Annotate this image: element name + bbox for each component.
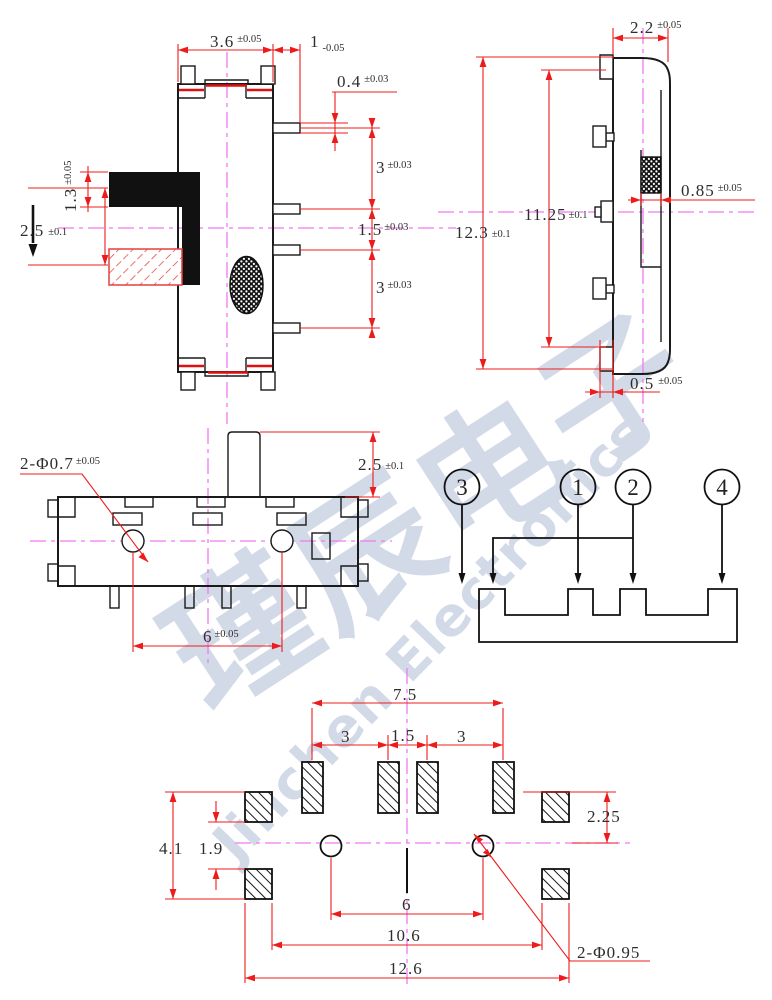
side-view: 2.2±0.05 12.3±0.1 11.25±0.1 0.85±0.05 0.… xyxy=(438,18,758,422)
dim-front-knob-width: 1.3±0.05 xyxy=(61,161,80,212)
dim-front-pin-length: 1-0.05 xyxy=(310,32,344,54)
bottom-recess-slots xyxy=(112,496,331,560)
front-ear-bottom-right xyxy=(260,371,276,391)
front-ear-top-left xyxy=(180,65,196,85)
dim-front-travel: 2.5±0.1 xyxy=(20,221,67,240)
dim-pcb-side-pad-span: 4.1 xyxy=(159,839,183,858)
dim-pcb-pitch-right: 3 xyxy=(457,727,467,746)
bottom-dim-lines xyxy=(20,431,380,652)
pcb-side-pads xyxy=(244,791,570,900)
front-dim-lines xyxy=(28,44,397,338)
schematic-connection-lines xyxy=(461,505,723,578)
dim-pcb-inner-span: 10.6 xyxy=(387,926,421,945)
side-dim-lines xyxy=(476,28,755,398)
terminal-circle-2 xyxy=(614,468,652,506)
bottom-ears xyxy=(47,497,369,586)
terminal-schematic: 3 1 2 4 xyxy=(443,468,741,643)
front-ear-bottom-left xyxy=(180,371,196,391)
slide-direction-arrowhead xyxy=(28,244,38,257)
side-knob xyxy=(640,156,662,194)
terminal-circle-1 xyxy=(559,468,597,506)
dim-pcb-hole-note: 2-Φ0.95 xyxy=(577,943,640,962)
dim-front-pitch-bottom: 3±0.03 xyxy=(376,278,412,297)
dim-side-knob-depth: 0.85±0.05 xyxy=(681,181,742,200)
terminal-label-4: 4 xyxy=(716,475,728,500)
front-center-lips xyxy=(204,79,249,377)
dim-side-flange-offset: 0.5±0.05 xyxy=(630,374,682,393)
front-travel-hatch-zone xyxy=(108,248,183,286)
terminal-label-2: 2 xyxy=(627,475,639,500)
side-body-outline xyxy=(612,57,671,375)
pcb-hole-left xyxy=(319,834,343,858)
front-speckled-oval xyxy=(229,255,264,315)
dim-pcb-pad-height-offset: 2.25 xyxy=(587,807,621,826)
dim-pcb-side-pad-gap: 1.9 xyxy=(199,839,223,858)
dim-pcb-pitch-center: 1.5 xyxy=(391,726,415,745)
pcb-layout: 7.5 3 1.5 3 2.25 4.1 1.9 6 10.6 12.6 2-Φ… xyxy=(159,668,650,988)
dim-front-body-width: 3.6±0.05 xyxy=(210,32,261,51)
dim-bottom-knob-height: 2.5±0.1 xyxy=(358,455,404,474)
dim-side-inner-height: 11.25±0.1 xyxy=(524,205,588,224)
side-terminal-pins xyxy=(592,125,615,300)
bottom-view: 2-Φ0.7±0.05 2.5±0.1 6±0.05 xyxy=(20,428,404,668)
terminal-circle-4 xyxy=(703,468,741,506)
schematic-arrowheads xyxy=(458,573,726,584)
front-view: 3.6±0.05 1-0.05 0.4±0.03 3±0.03 1.5±0.03… xyxy=(20,32,456,424)
bottom-knob xyxy=(227,431,261,497)
dim-front-pin-thickness: 0.4±0.03 xyxy=(337,72,388,91)
bottom-hole-left xyxy=(121,529,145,553)
terminal-circle-3 xyxy=(443,468,481,506)
dim-bottom-hole-note: 2-Φ0.7±0.05 xyxy=(20,454,100,473)
dim-pcb-hole-pitch: 6 xyxy=(402,895,412,914)
dim-side-body-depth: 2.2±0.05 xyxy=(630,18,681,37)
dim-side-overall-height: 12.3±0.1 xyxy=(455,223,511,242)
front-shoulder-steps xyxy=(178,84,273,372)
dim-front-pitch-mid: 1.5±0.03 xyxy=(358,220,408,239)
dim-bottom-hole-pitch: 6±0.05 xyxy=(203,627,239,646)
dim-front-pitch-top: 3±0.03 xyxy=(376,158,412,177)
pcb-hole-right xyxy=(471,834,495,858)
front-ear-top-right xyxy=(260,65,276,85)
side-flange-bottom xyxy=(599,346,614,372)
dim-pcb-pad-span: 7.5 xyxy=(393,685,417,704)
front-actuator-knob xyxy=(109,172,200,285)
pcb-top-pads xyxy=(301,761,515,814)
front-red-accent-lines xyxy=(179,88,272,368)
dim-pcb-pitch-left: 3 xyxy=(341,727,351,746)
schematic-contact-profile xyxy=(478,588,738,643)
terminal-label-3: 3 xyxy=(456,475,468,500)
dim-pcb-outer-span: 12.6 xyxy=(389,959,423,978)
bottom-pins xyxy=(109,585,307,609)
terminal-label-1: 1 xyxy=(572,475,584,500)
pcb-dim-lines xyxy=(165,699,650,983)
side-flange-top xyxy=(599,54,614,80)
bottom-hole-right xyxy=(270,529,294,553)
